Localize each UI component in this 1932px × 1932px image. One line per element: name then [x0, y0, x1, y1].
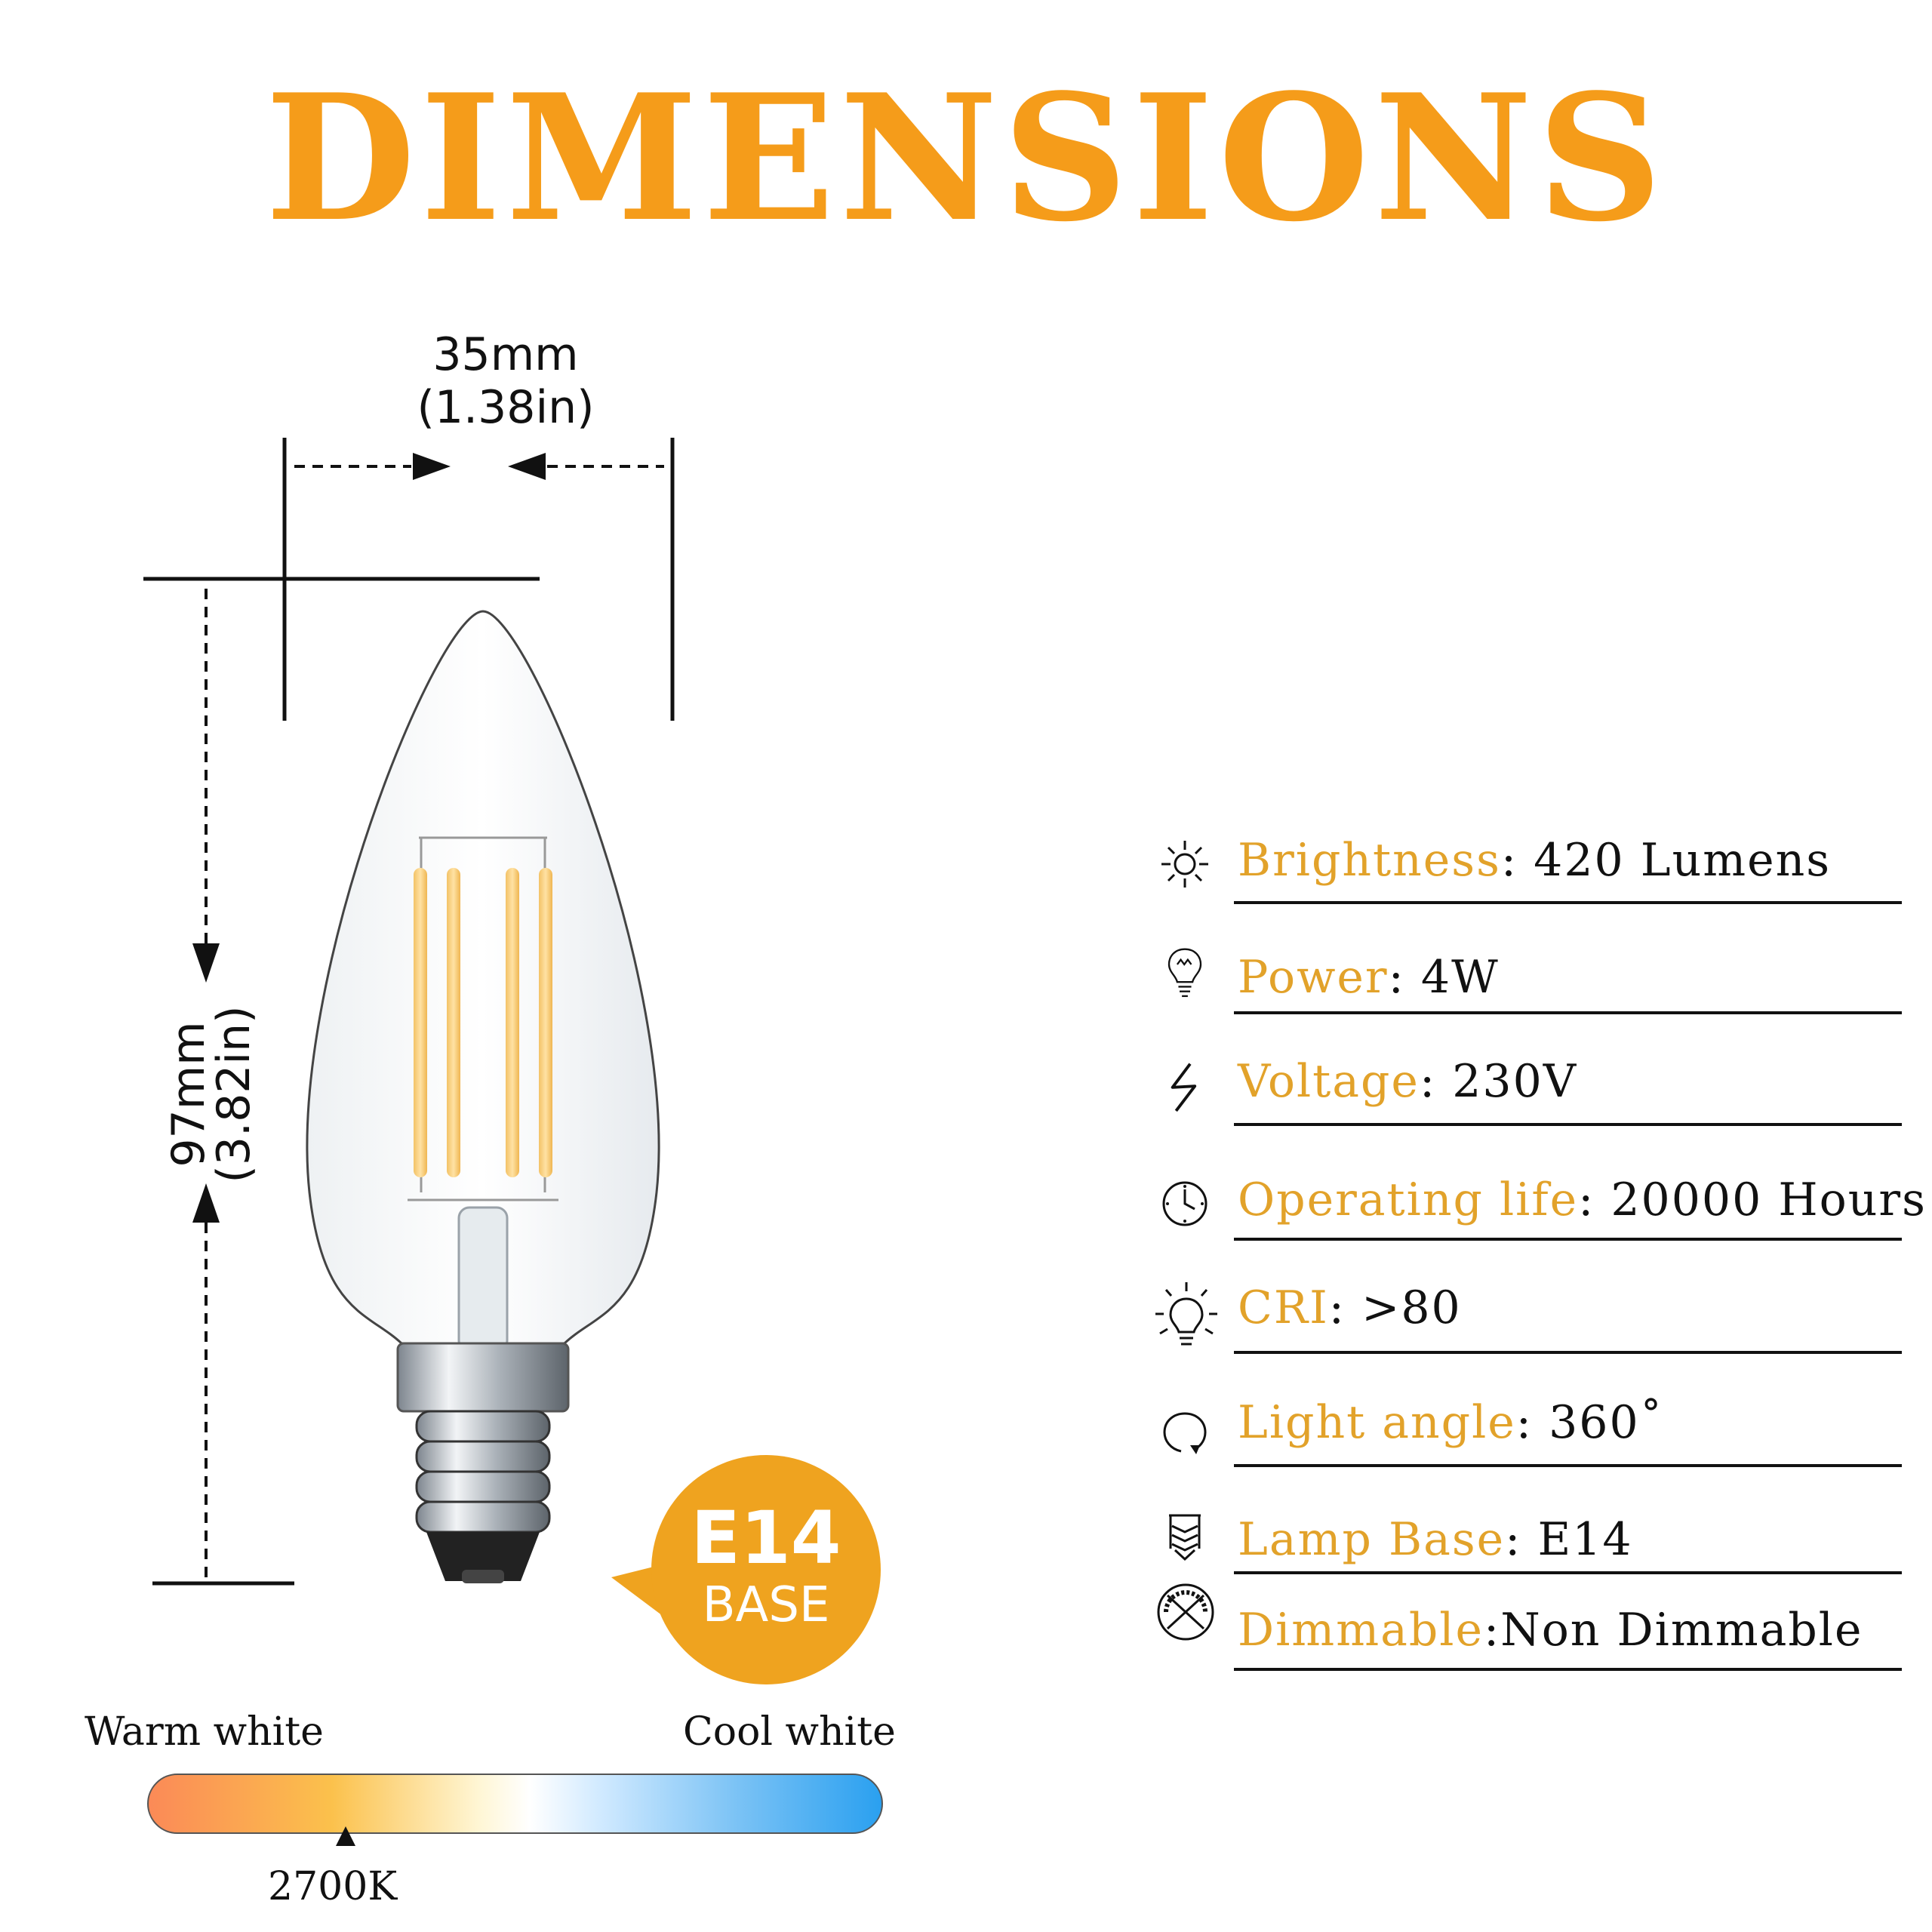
- spec-row-light-angle: Light angle: 360˚: [1158, 1392, 1902, 1468]
- spec-label: Power: [1238, 951, 1389, 1004]
- height-dimension-label: 97mm (3.82in): [151, 974, 272, 1183]
- color-temperature-bar: [147, 1774, 883, 1834]
- spec-value: E14: [1537, 1513, 1633, 1566]
- width-dimension-label: 35mm (1.38in): [392, 332, 619, 438]
- spec-divider: [1234, 901, 1902, 904]
- spec-label: Light angle: [1238, 1396, 1516, 1449]
- dimmer-icon: [1157, 1583, 1214, 1641]
- spec-label: Lamp Base: [1238, 1513, 1506, 1566]
- spec-divider: [1234, 1351, 1902, 1354]
- warm-white-label: Warm white: [85, 1709, 324, 1755]
- temperature-marker-icon: [336, 1826, 356, 1846]
- spec-label: Operating life: [1238, 1174, 1579, 1226]
- cool-white-label: Cool white: [683, 1709, 896, 1755]
- spec-row-power: Power: 4W: [1158, 940, 1902, 1015]
- spec-value: 360˚: [1549, 1396, 1664, 1449]
- spec-divider: [1234, 1571, 1902, 1574]
- width-in: (1.38in): [417, 381, 595, 434]
- spec-row-cri: CRI: >80: [1155, 1279, 1902, 1355]
- page-title: DIMENSIONS: [0, 72, 1932, 245]
- clock-icon: [1162, 1181, 1208, 1226]
- sun-icon: [1161, 841, 1208, 888]
- spec-divider: [1234, 1464, 1902, 1467]
- candle-bulb-image: [306, 610, 660, 1583]
- spec-divider: [1234, 1011, 1902, 1014]
- spec-row-lamp-base: Lamp Base: E14: [1158, 1502, 1902, 1577]
- title-text: DIMENSIONS: [265, 57, 1667, 260]
- height-in: (3.82in): [208, 1005, 260, 1183]
- spec-row-brightness: Brightness: 420 Lumens: [1158, 823, 1902, 904]
- rotate-icon: [1163, 1412, 1207, 1454]
- spec-row-dimmable: Dimmable:Non Dimmable: [1157, 1577, 1902, 1675]
- spec-divider: [1234, 1123, 1902, 1126]
- spec-divider: [1234, 1668, 1902, 1671]
- width-mm: 35mm: [432, 328, 579, 381]
- spec-label: Voltage: [1238, 1055, 1420, 1108]
- badge-line1: E14: [691, 1496, 841, 1580]
- spec-value: 4W: [1420, 951, 1500, 1004]
- badge-line2: BASE: [702, 1577, 830, 1633]
- lightning-icon: [1171, 1063, 1197, 1112]
- spec-value: 420 Lumens: [1534, 834, 1832, 887]
- spec-value: >80: [1361, 1281, 1462, 1334]
- e14-badge-shape: [611, 1455, 881, 1684]
- spec-divider: [1234, 1238, 1902, 1241]
- color-temperature-value: 2700K: [268, 1864, 398, 1909]
- spec-value: 20000 Hours: [1611, 1174, 1927, 1226]
- spec-row-operating-life: Operating life: 20000 Hours: [1158, 1166, 1925, 1241]
- spec-value: 230V: [1452, 1055, 1578, 1108]
- spec-value: Non Dimmable: [1500, 1604, 1863, 1657]
- spec-label: Brightness: [1238, 834, 1501, 887]
- spec-label: CRI: [1238, 1281, 1329, 1334]
- spec-label: Dimmable: [1238, 1604, 1484, 1657]
- lamp-base-icon: [1169, 1514, 1201, 1561]
- spec-row-voltage: Voltage: 230V: [1158, 1053, 1902, 1128]
- bulb-icon: [1168, 948, 1202, 998]
- cri-bulb-icon: [1155, 1282, 1217, 1346]
